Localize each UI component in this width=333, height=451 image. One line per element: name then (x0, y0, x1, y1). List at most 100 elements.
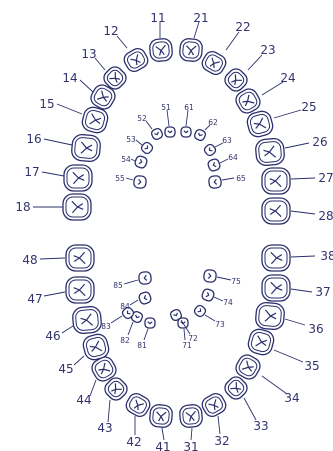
tooth-label-41: 41 (155, 440, 170, 451)
lead-84 (130, 300, 138, 305)
tooth-label-34: 34 (284, 391, 299, 405)
tooth-81[interactable] (145, 318, 155, 328)
tooth-label-18: 18 (15, 200, 30, 214)
lead-75 (217, 277, 231, 280)
tooth-85[interactable] (138, 271, 151, 284)
tooth-label-74: 74 (223, 298, 233, 307)
tooth-11[interactable] (149, 38, 173, 62)
tooth-label-21: 21 (193, 11, 208, 25)
lead-15 (57, 104, 82, 114)
tooth-label-47: 47 (27, 292, 42, 306)
tooth-label-48: 48 (22, 253, 37, 267)
lead-85 (124, 280, 138, 284)
tooth-75[interactable] (203, 269, 216, 282)
tooth-47[interactable] (66, 277, 94, 303)
tooth-42[interactable] (123, 391, 152, 419)
lead-34 (262, 376, 287, 394)
lead-27 (291, 178, 315, 179)
tooth-label-23: 23 (260, 43, 275, 57)
tooth-label-15: 15 (39, 97, 54, 111)
lead-45 (74, 356, 84, 365)
lead-54 (131, 159, 135, 161)
lead-16 (44, 139, 72, 145)
lead-43 (108, 400, 110, 422)
tooth-label-81: 81 (137, 341, 147, 350)
lead-36 (285, 319, 305, 325)
tooth-label-85: 85 (113, 281, 123, 290)
tooth-46[interactable] (72, 306, 102, 334)
lead-35 (274, 350, 303, 362)
tooth-52[interactable] (150, 127, 163, 140)
tooth-label-31: 31 (183, 440, 198, 451)
lead-46 (62, 326, 73, 333)
tooth-label-53: 53 (126, 135, 136, 144)
lead-28 (291, 211, 315, 214)
lead-64 (220, 159, 228, 163)
tooth-12[interactable] (121, 46, 150, 74)
tooth-26[interactable] (255, 138, 285, 166)
tooth-25[interactable] (245, 109, 274, 138)
lead-31 (191, 428, 192, 440)
tooth-28[interactable] (262, 198, 290, 224)
tooth-label-11: 11 (150, 11, 165, 25)
tooth-53[interactable] (140, 141, 154, 155)
lead-48 (40, 258, 65, 259)
tooth-label-33: 33 (253, 419, 268, 433)
tooth-55[interactable] (133, 175, 146, 188)
lead-61 (186, 110, 188, 126)
tooth-36[interactable] (255, 302, 285, 330)
tooth-label-42: 42 (126, 435, 141, 449)
tooth-32[interactable] (199, 391, 228, 419)
lead-14 (80, 80, 93, 92)
tooth-31[interactable] (179, 404, 203, 428)
lead-33 (244, 398, 256, 420)
tooth-65[interactable] (208, 175, 221, 188)
tooth-64[interactable] (207, 158, 221, 172)
tooth-27[interactable] (262, 168, 290, 194)
tooth-21[interactable] (179, 38, 203, 62)
tooth-38[interactable] (262, 245, 290, 271)
tooth-22[interactable] (199, 49, 228, 77)
tooth-label-84: 84 (120, 302, 130, 311)
tooth-41[interactable] (149, 404, 173, 428)
lead-26 (285, 143, 309, 148)
tooth-label-37: 37 (315, 285, 330, 299)
tooth-35[interactable] (246, 327, 275, 356)
tooth-label-36: 36 (308, 322, 323, 336)
tooth-label-27: 27 (318, 171, 333, 185)
tooth-73[interactable] (193, 304, 207, 318)
tooth-label-25: 25 (301, 100, 316, 114)
tooth-17[interactable] (64, 165, 92, 191)
tooth-label-82: 82 (120, 336, 130, 345)
tooth-15[interactable] (80, 105, 109, 134)
tooth-label-24: 24 (280, 71, 295, 85)
lead-73 (205, 315, 215, 321)
tooth-label-38: 38 (320, 249, 333, 263)
tooth-37[interactable] (262, 275, 290, 301)
tooth-label-14: 14 (62, 71, 77, 85)
tooth-label-72: 72 (188, 334, 198, 343)
tooth-label-73: 73 (215, 320, 225, 329)
tooth-label-52: 52 (137, 114, 147, 123)
lead-55 (126, 178, 133, 180)
tooth-61[interactable] (181, 127, 191, 137)
tooth-54[interactable] (134, 155, 148, 169)
tooth-84[interactable] (138, 291, 152, 305)
tooth-51[interactable] (165, 127, 175, 137)
tooth-63[interactable] (203, 143, 217, 157)
tooth-label-46: 46 (45, 329, 60, 343)
tooth-16[interactable] (71, 134, 101, 162)
tooth-label-44: 44 (76, 393, 91, 407)
tooth-74[interactable] (201, 288, 215, 302)
lead-41 (162, 428, 164, 440)
tooth-18[interactable] (63, 194, 91, 220)
lead-51 (167, 110, 169, 126)
tooth-label-62: 62 (208, 118, 218, 127)
tooth-62[interactable] (193, 128, 206, 141)
lead-38 (291, 256, 315, 257)
tooth-48[interactable] (66, 245, 94, 271)
tooth-label-16: 16 (26, 132, 41, 146)
lead-53 (136, 140, 142, 145)
